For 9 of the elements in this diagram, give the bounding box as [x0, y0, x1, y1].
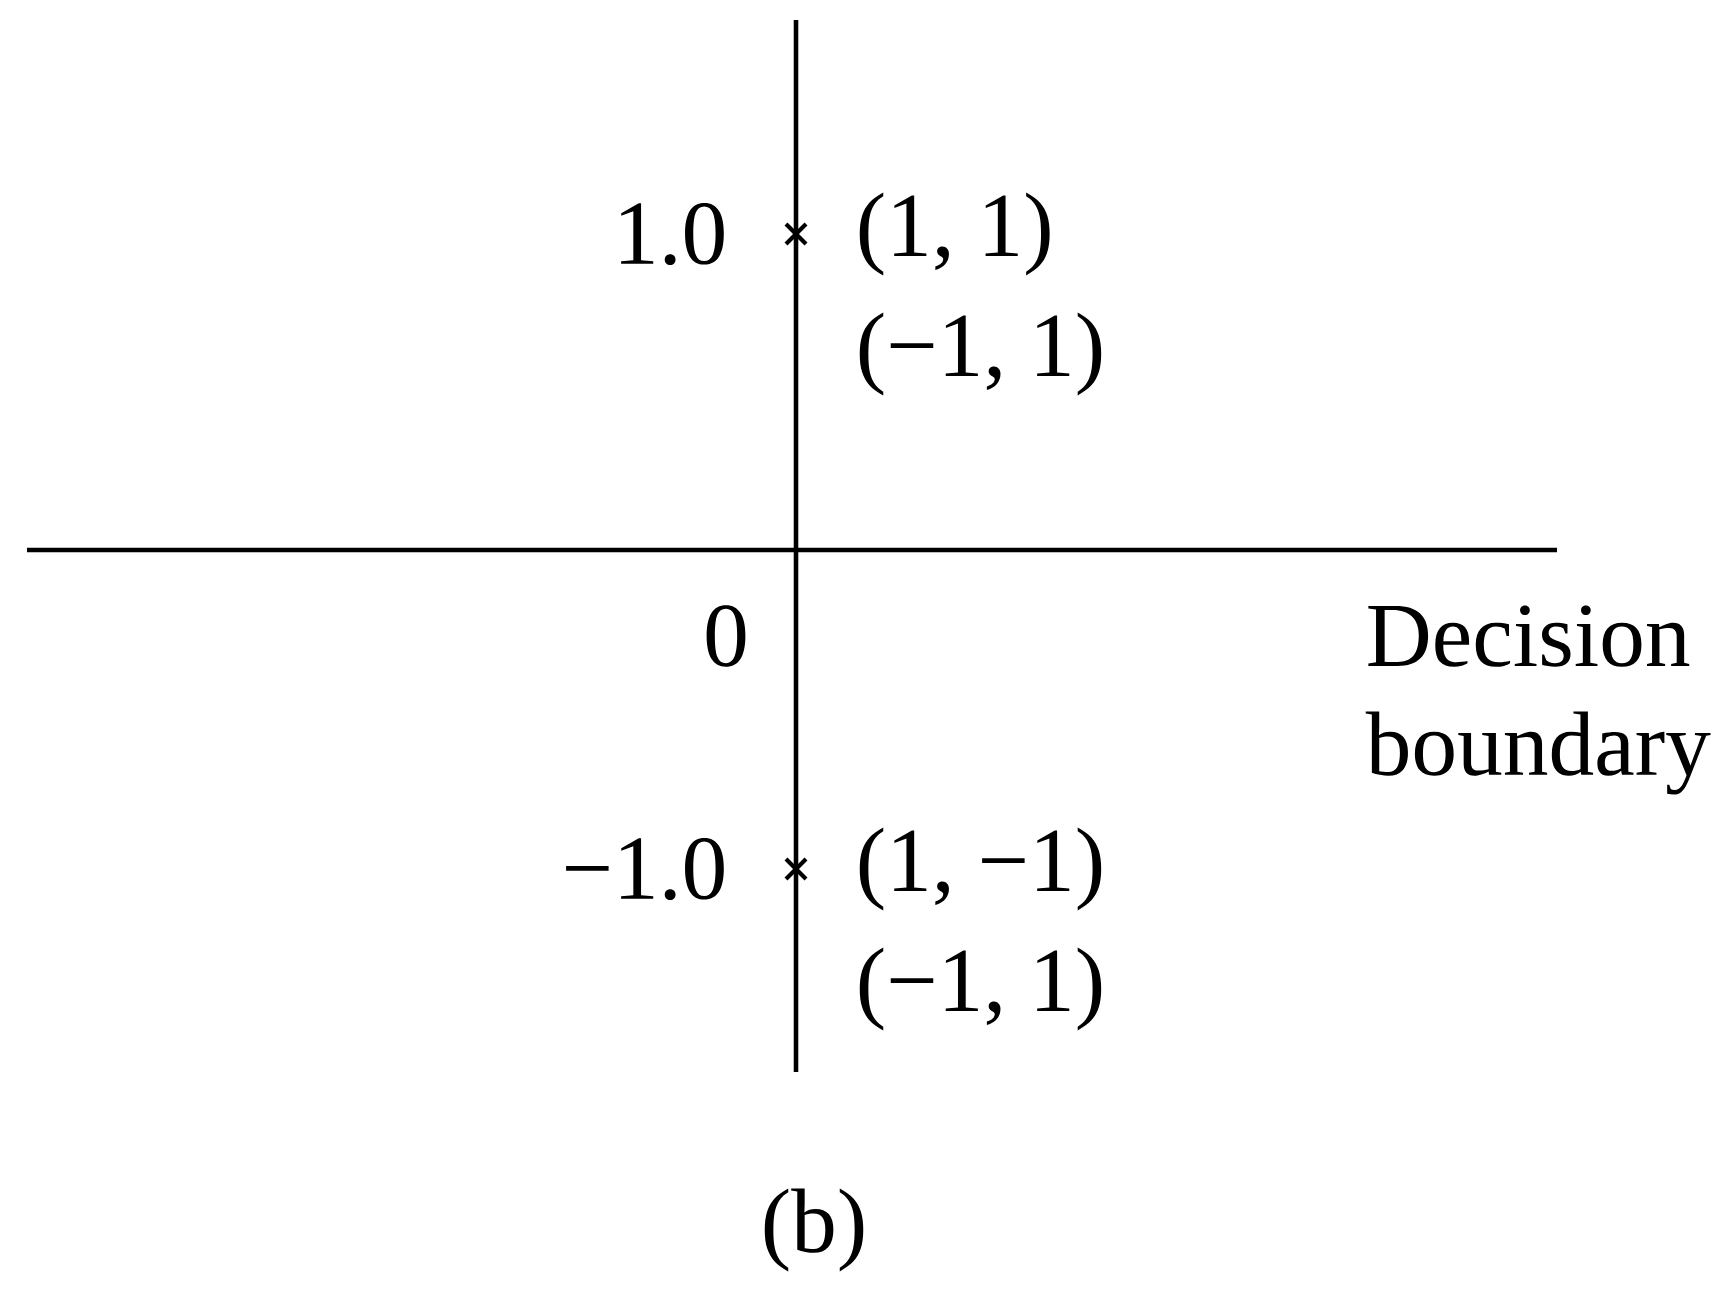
axis-label: 0 — [706, 605, 746, 667]
axis-label: −1.0 — [566, 837, 724, 900]
caption: (b) — [764, 1188, 864, 1272]
axis-label: (1, 1) — [859, 192, 1050, 276]
axis-label: (−1, 1) — [859, 947, 1102, 1031]
axis-label: Decision boundary — [1365, 605, 1711, 795]
axis-label: 1.0 — [621, 202, 724, 265]
axis-label: (1, −1) — [859, 827, 1102, 911]
axis-label: (−1, 1) — [859, 312, 1102, 396]
